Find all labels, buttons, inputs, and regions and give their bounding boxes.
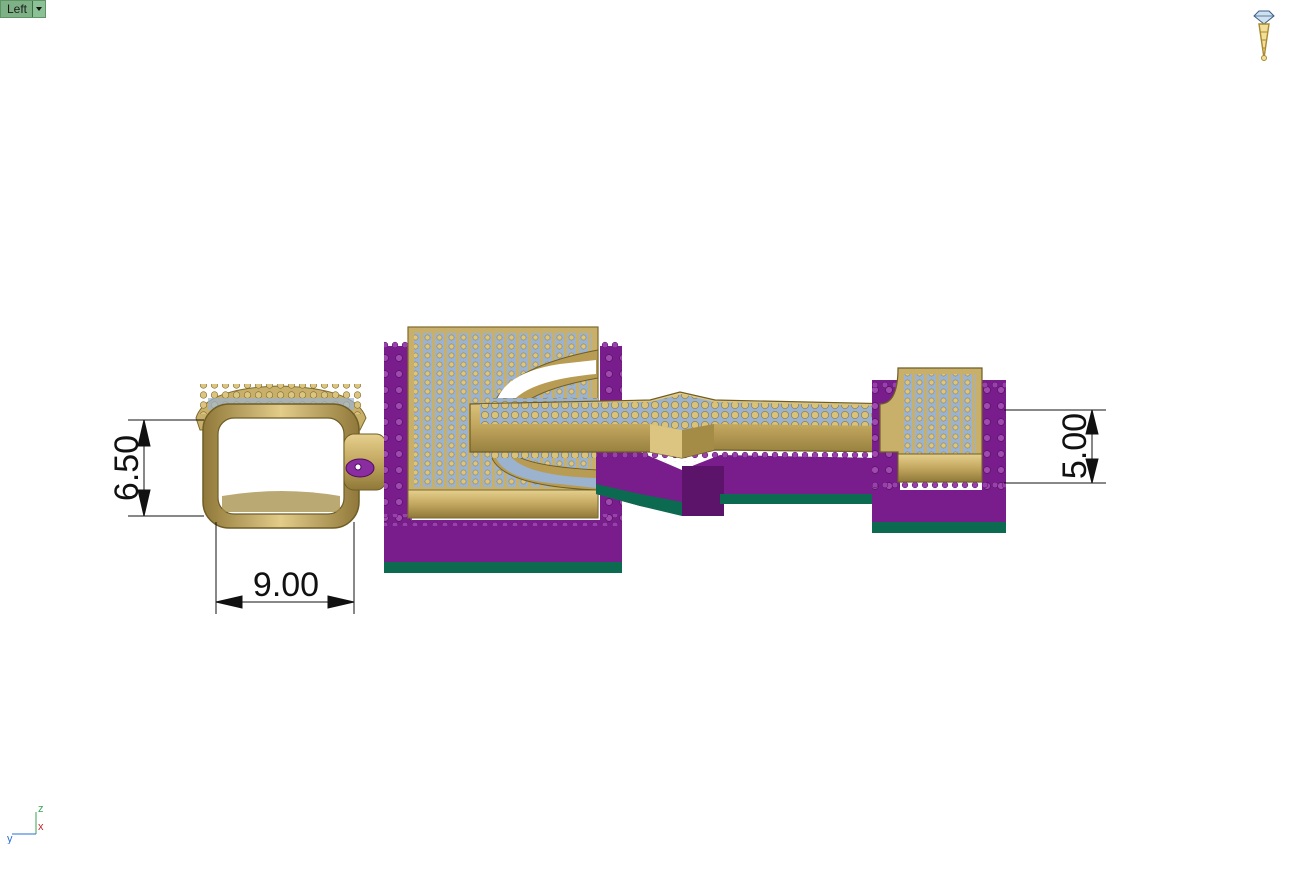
axis-triad: z x y — [7, 803, 44, 844]
viewport-dropdown-button[interactable] — [32, 1, 45, 17]
dimension-bail-width — [215, 522, 355, 614]
dimension-bail-height — [128, 419, 204, 517]
viewport-tab-label: Left — [7, 2, 28, 16]
letter-bar-middle — [469, 391, 899, 516]
dimension-label-letter-height: 5.00 — [1056, 413, 1094, 479]
chevron-down-icon — [36, 7, 42, 11]
dimension-label-bail-height: 6.50 — [108, 435, 146, 501]
axis-z-label: z — [38, 803, 44, 815]
axis-x-label: x — [38, 821, 44, 833]
bail — [195, 384, 387, 529]
viewport-tab-left[interactable]: Left — [0, 0, 46, 18]
letter-block-right — [872, 367, 1006, 533]
dimension-letter-height — [1004, 409, 1106, 484]
gem-icon[interactable] — [1250, 8, 1278, 62]
axis-y-label: y — [7, 833, 13, 844]
dimension-label-bail-width: 9.00 — [253, 566, 319, 604]
